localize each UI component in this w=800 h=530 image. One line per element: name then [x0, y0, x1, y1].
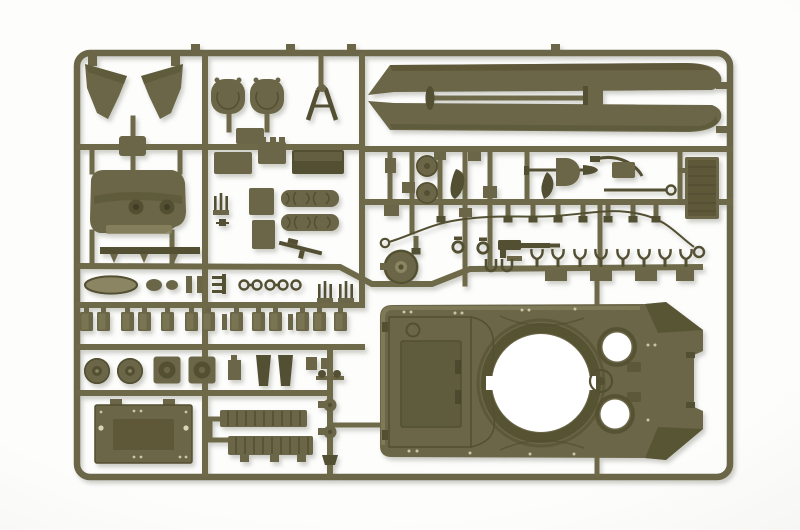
ejector-mark	[98, 425, 104, 431]
flat-plank	[100, 247, 200, 263]
tool-clamp-row	[530, 247, 694, 281]
ejector-stub	[286, 44, 295, 51]
hull-edge-fitting	[382, 430, 388, 440]
small-fitting	[321, 358, 329, 369]
travel-lock-a-frame	[305, 84, 339, 121]
co-driver-hatch-opening	[595, 394, 635, 434]
engine-access-plate	[94, 399, 193, 464]
peg-part	[186, 276, 192, 293]
trident-fork	[317, 281, 333, 303]
road-wheel	[116, 357, 144, 385]
stowage-box-cluster	[214, 137, 344, 249]
hatch-left	[211, 77, 245, 114]
small-fitting	[483, 186, 497, 198]
gun-barrel-half-upper	[368, 63, 722, 95]
hatch-right	[250, 77, 284, 114]
gun-barrel-half-lower	[368, 101, 722, 132]
fender-right	[141, 56, 183, 119]
comb-bracket	[213, 193, 229, 215]
chain-links	[238, 279, 302, 291]
periscope-column	[316, 370, 344, 465]
comb-bracket	[212, 274, 226, 294]
towing-ring	[451, 235, 465, 254]
d-bracket	[556, 158, 580, 186]
small-fitting	[468, 152, 481, 161]
glacis-chamfer-top	[645, 302, 703, 333]
small-block-row	[80, 307, 347, 331]
hull-edge-fitting	[382, 322, 388, 332]
log-roll-lower	[281, 214, 339, 231]
curved-bracket	[450, 169, 465, 199]
small-fitting	[385, 158, 396, 173]
tow-cable	[379, 210, 706, 259]
cross-fitting	[216, 219, 229, 226]
small-fitting	[434, 152, 446, 160]
twin-road-discs	[416, 155, 438, 204]
barrel-gate	[716, 82, 729, 89]
turret-ring-opening	[476, 318, 606, 448]
ejector-stub	[347, 44, 356, 51]
trident-fork	[338, 281, 354, 303]
transmission-cover	[90, 170, 186, 234]
hull-fitting	[686, 352, 695, 358]
hub-square	[188, 356, 216, 384]
barrel-gate	[716, 126, 729, 133]
engine-grille-upper	[207, 410, 307, 443]
splash-guard	[256, 355, 271, 386]
bolt-detail-dots	[402, 307, 657, 456]
oval-base-plate	[84, 275, 138, 295]
ejector-mark	[183, 425, 189, 431]
towing-ring	[476, 236, 490, 255]
engine-deck-panel	[388, 316, 496, 448]
cleaning-rod	[604, 184, 677, 196]
machine-gun-m2	[498, 240, 560, 261]
small-fitting	[384, 205, 399, 216]
upper-hull	[380, 302, 703, 460]
ejector-stub	[551, 44, 560, 51]
ventilator-dome	[588, 368, 614, 394]
barrel-rod	[425, 79, 603, 112]
small-box	[612, 162, 635, 178]
log-roll-upper	[281, 190, 339, 207]
small-fitting	[402, 182, 415, 193]
hull-fitting	[686, 402, 695, 408]
small-fitting	[306, 357, 317, 370]
small-bracket	[228, 355, 241, 380]
hatch-hinge-part	[236, 128, 264, 144]
road-wheel	[83, 357, 111, 385]
small-oval	[146, 279, 162, 291]
engine-grille-lower	[228, 436, 313, 462]
small-fitting	[459, 208, 472, 217]
curved-tool	[541, 172, 554, 199]
peg-part	[197, 276, 203, 293]
glacis-chamfer-bottom	[645, 427, 703, 460]
radiator-panel	[678, 157, 719, 219]
fender-left	[85, 56, 127, 119]
idler-wheel	[380, 249, 419, 285]
splash-guard	[278, 355, 293, 386]
hull-fitting	[627, 392, 641, 402]
ejector-stub	[191, 44, 200, 51]
machine-gun-bren	[278, 237, 323, 259]
driver-hatch-opening	[597, 327, 637, 367]
small-oval	[166, 280, 178, 290]
hull-fitting	[627, 362, 641, 372]
hub-square	[153, 356, 181, 384]
